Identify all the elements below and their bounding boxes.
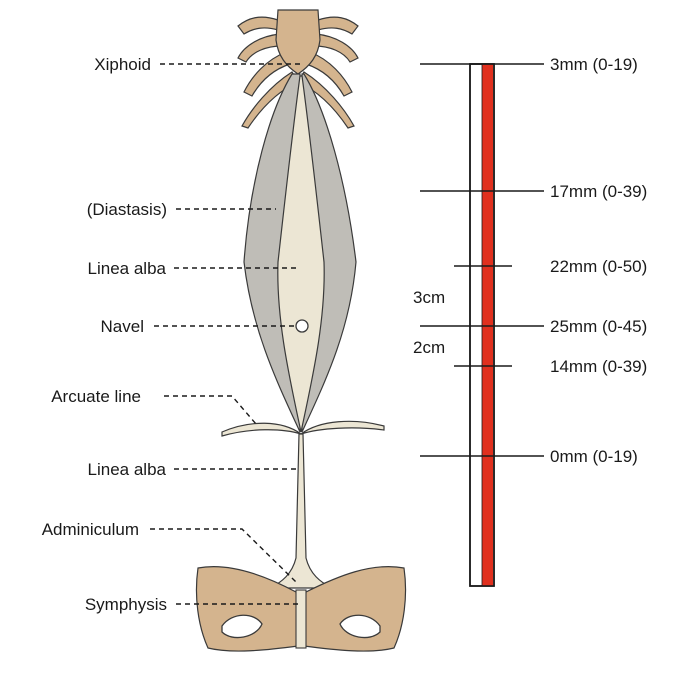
measurement-label-4: 25mm (0-45) <box>550 317 647 336</box>
ruler-segment-2 <box>482 191 493 326</box>
measurement-label-5: 14mm (0-39) <box>550 357 647 376</box>
arcuate-line-left <box>221 422 302 437</box>
ruler-segment-1 <box>482 64 493 191</box>
ruler-white-4 <box>471 456 482 585</box>
symphysis-disc <box>295 589 307 649</box>
adminiculum-label: Adminiculum <box>42 520 139 539</box>
upper-linea-alba <box>277 75 325 433</box>
diastasis-label: (Diastasis) <box>87 200 167 219</box>
ruler-white-1 <box>471 65 482 191</box>
measurement-ruler <box>420 63 544 587</box>
measurement-label-1: 3mm (0-19) <box>550 55 638 74</box>
pelvis <box>195 566 407 652</box>
measurement-label-3: 22mm (0-50) <box>550 257 647 276</box>
ruler-white-2 <box>471 191 482 326</box>
ruler-segment-4 <box>482 456 493 586</box>
left-obturator-foramen <box>221 614 263 639</box>
linea-alba-lower-label: Linea alba <box>88 460 167 479</box>
linea-alba-upper-label: Linea alba <box>88 259 167 278</box>
arcuate-line-leader <box>164 395 257 425</box>
xiphoid-label: Xiphoid <box>94 55 151 74</box>
rib-cage <box>237 9 359 129</box>
right-obturator-foramen <box>339 614 381 639</box>
navel-label: Navel <box>101 317 144 336</box>
ruler-white-3 <box>471 326 482 456</box>
lower-linea-alba <box>269 433 333 589</box>
navel-marker <box>295 319 309 333</box>
arcuate-line-label: Arcuate line <box>51 387 141 406</box>
ruler-segment-3 <box>482 326 493 456</box>
symphysis-label: Symphysis <box>85 595 167 614</box>
distance-label-upper: 3cm <box>413 288 445 307</box>
distance-label-lower: 2cm <box>413 338 445 357</box>
adminiculum-leader <box>150 528 297 583</box>
arcuate-line-right <box>300 420 385 435</box>
measurement-label-6: 0mm (0-19) <box>550 447 638 466</box>
measurement-label-2: 17mm (0-39) <box>550 182 647 201</box>
